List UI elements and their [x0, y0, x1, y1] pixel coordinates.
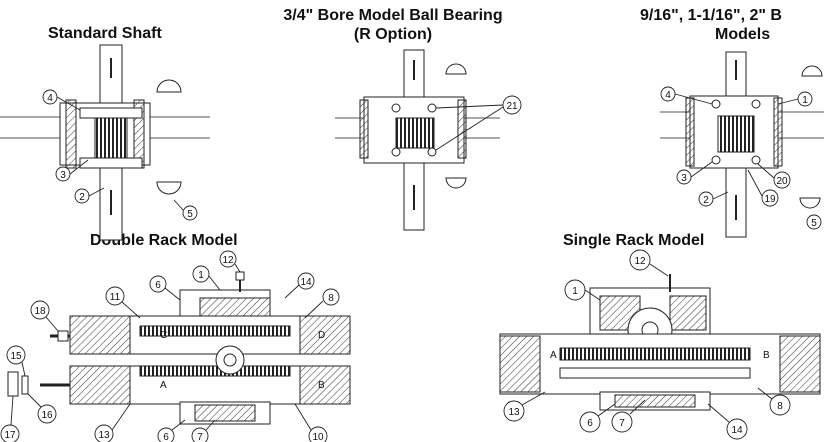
- callout-mod-5: 5: [806, 214, 822, 230]
- svg-text:12: 12: [634, 256, 646, 267]
- callout-dr-18: 18: [30, 300, 59, 332]
- callout-dr-7: 7: [191, 419, 216, 442]
- double-rack-view: [7, 271, 351, 425]
- callout-sr-8: 8: [757, 387, 791, 416]
- section-letters: C D A B A B: [160, 330, 770, 391]
- svg-text:19: 19: [764, 194, 776, 205]
- callout-dr-1: 1: [192, 265, 221, 291]
- callout-dr-8: 8: [304, 288, 340, 319]
- callout-std-4: 4: [42, 89, 81, 111]
- svg-text:10: 10: [312, 432, 324, 442]
- svg-text:6: 6: [163, 432, 169, 442]
- svg-text:3: 3: [681, 173, 687, 184]
- callout-sr-7: 7: [611, 399, 646, 433]
- svg-text:14: 14: [731, 425, 743, 436]
- callout-mod-4: 4: [660, 86, 713, 105]
- svg-text:4: 4: [665, 90, 671, 101]
- svg-text:8: 8: [777, 401, 783, 412]
- callout-mod-1: 1: [777, 91, 813, 107]
- callout-dr-12: 12: [219, 250, 241, 273]
- title-ball-bearing-line1: 3/4" Bore Model Ball Bearing: [283, 7, 503, 24]
- svg-text:21: 21: [506, 101, 518, 112]
- svg-text:6: 6: [587, 418, 593, 429]
- svg-text:13: 13: [98, 430, 110, 441]
- svg-text:5: 5: [187, 209, 193, 220]
- title-ball-bearing-line2: (R Option): [353, 26, 433, 43]
- title-models-line2: Models: [715, 26, 771, 43]
- svg-text:13: 13: [508, 407, 520, 418]
- callout-dr-10: 10: [294, 403, 328, 442]
- svg-text:1: 1: [198, 270, 204, 281]
- title-ball-bearing: 3/4" Bore Model Ball Bearing (R Option): [243, 6, 543, 44]
- svg-text:20: 20: [776, 176, 788, 187]
- models-view: [660, 51, 824, 238]
- svg-text:16: 16: [41, 410, 53, 421]
- callout-dr-11: 11: [105, 286, 141, 319]
- standard-shaft-view: [0, 44, 210, 241]
- svg-text:12: 12: [222, 255, 234, 266]
- section-letter-sr-a: A: [550, 350, 557, 361]
- callout-sr-13: 13: [503, 391, 546, 422]
- svg-text:17: 17: [4, 430, 16, 441]
- title-standard-shaft: Standard Shaft: [48, 25, 162, 42]
- svg-text:6: 6: [155, 280, 161, 291]
- callout-sr-12: 12: [629, 249, 669, 277]
- callout-std-3: 3: [55, 159, 89, 182]
- title-double-rack: Double Rack Model: [90, 232, 238, 249]
- svg-text:18: 18: [34, 306, 46, 317]
- callout-std-2: 2: [74, 187, 105, 204]
- callout-dr-13: 13: [94, 403, 131, 442]
- svg-text:3: 3: [60, 170, 66, 181]
- section-letter-dr-b: B: [318, 380, 325, 391]
- single-rack-view: [499, 274, 821, 411]
- section-letter-dr-d: D: [318, 330, 325, 341]
- callout-mod-2: 2: [698, 191, 729, 207]
- callout-dr-6: 6: [149, 275, 181, 301]
- callout-sr-1: 1: [564, 279, 601, 301]
- ball-bearing-view: [335, 49, 500, 231]
- svg-text:2: 2: [703, 195, 709, 206]
- callout-mod-19: 19: [747, 169, 779, 207]
- callout-mod-20: 20: [757, 163, 791, 189]
- svg-text:4: 4: [47, 93, 53, 104]
- callout-dr-17: 17: [0, 395, 20, 442]
- section-letter-dr-a: A: [160, 380, 167, 391]
- section-letter-sr-b: B: [763, 350, 770, 361]
- callout-std-5: 5: [173, 199, 198, 221]
- callout-sr-6: 6: [579, 403, 616, 433]
- title-models: 9/16", 1-1/16", 2" B Models: [640, 6, 824, 44]
- svg-text:14: 14: [300, 277, 312, 288]
- svg-text:7: 7: [197, 432, 203, 442]
- callout-mod-3: 3: [676, 161, 713, 185]
- svg-text:2: 2: [79, 192, 85, 203]
- callout-sr-14: 14: [707, 403, 748, 440]
- callout-dr-14: 14: [284, 272, 315, 299]
- callout-dr-16: 16: [27, 393, 57, 424]
- svg-text:11: 11: [110, 292, 121, 303]
- section-letter-dr-c: C: [160, 330, 167, 341]
- svg-text:8: 8: [328, 293, 334, 304]
- svg-text:5: 5: [811, 218, 817, 229]
- title-single-rack: Single Rack Model: [563, 232, 705, 249]
- svg-text:1: 1: [572, 286, 578, 297]
- svg-text:1: 1: [802, 95, 808, 106]
- callout-dr-6b: 6: [157, 419, 186, 442]
- callout-bb-21: 21: [435, 95, 522, 151]
- svg-text:15: 15: [10, 351, 22, 362]
- svg-text:7: 7: [619, 418, 625, 429]
- callout-dr-15: 15: [6, 345, 26, 377]
- title-models-line1: 9/16", 1-1/16", 2" B: [640, 7, 782, 24]
